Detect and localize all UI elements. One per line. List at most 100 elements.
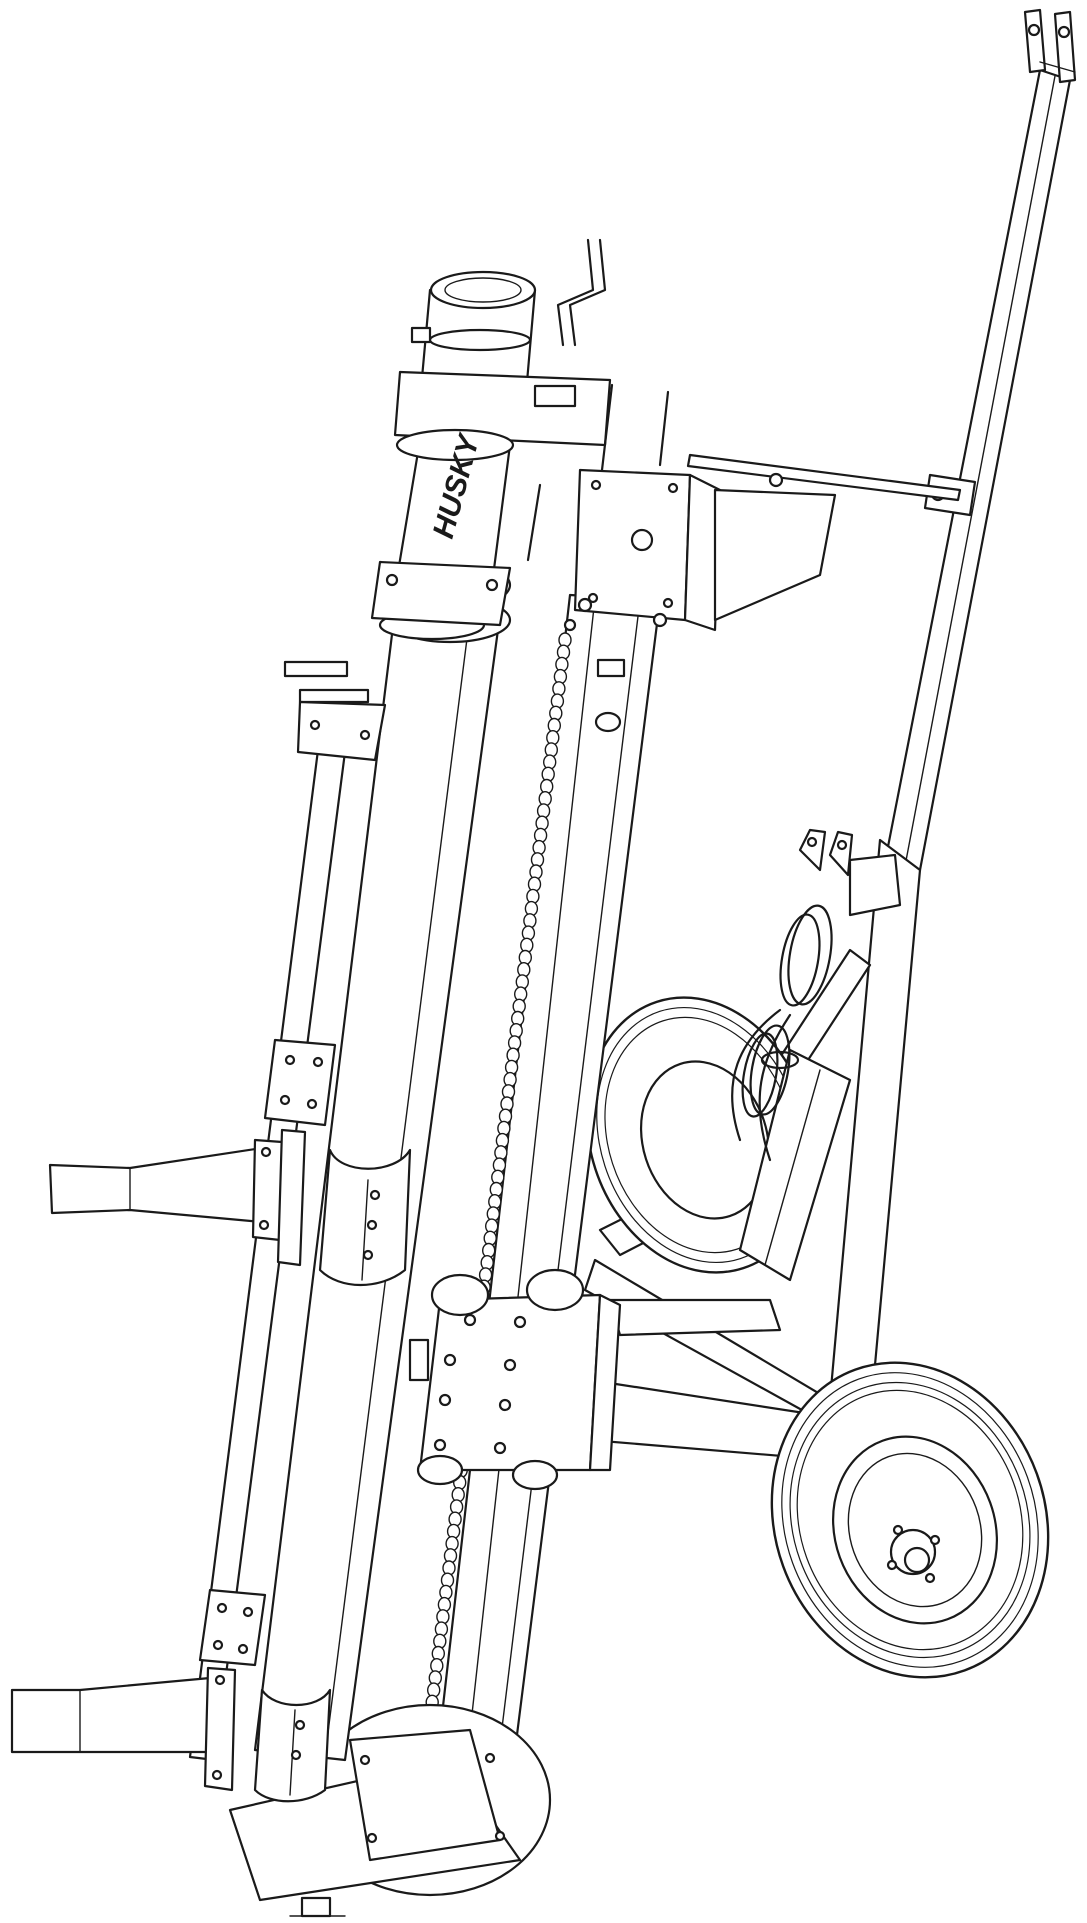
gear-plate bbox=[372, 562, 510, 625]
low-clamp-bolt-1 bbox=[296, 1721, 304, 1729]
slide-bolt-1 bbox=[465, 1315, 475, 1325]
valve-box-bolt-2 bbox=[669, 484, 677, 492]
front-wheel bbox=[728, 1323, 1087, 1716]
slide-roller-right bbox=[527, 1270, 583, 1310]
slide-bolt-5 bbox=[440, 1395, 450, 1405]
lower-valve-bolt-3 bbox=[214, 1641, 222, 1649]
beam-top-hardware bbox=[565, 599, 666, 630]
foot-bolt-2 bbox=[486, 1754, 494, 1762]
hose-coil-2 bbox=[774, 912, 825, 1009]
valve-box-bolt-4 bbox=[664, 599, 672, 607]
valve-pin-2 bbox=[602, 385, 612, 470]
beam-top-bolt-1 bbox=[579, 599, 591, 611]
beam-slot bbox=[596, 713, 620, 731]
ear-hole-left bbox=[808, 838, 816, 846]
valve-pin-3 bbox=[528, 485, 540, 560]
valve-box-bolt-1 bbox=[592, 481, 600, 489]
lower-valve-bolt-1 bbox=[218, 1604, 226, 1612]
upper-cone-body bbox=[50, 1148, 262, 1222]
control-handle-top bbox=[285, 662, 347, 676]
hose-line-2 bbox=[760, 1015, 790, 1160]
beam-flange-line-left bbox=[460, 598, 595, 1823]
throttle-lever-edge bbox=[558, 240, 593, 345]
foot-bolt-3 bbox=[368, 1834, 376, 1842]
lower-valve-bolt-2 bbox=[244, 1608, 252, 1616]
axle-post bbox=[830, 840, 920, 1420]
foot-bolt-4 bbox=[496, 1832, 504, 1840]
beam-tab bbox=[598, 660, 624, 676]
cross-brace bbox=[610, 1300, 780, 1335]
valve-box-port bbox=[632, 530, 652, 550]
throttle-lever bbox=[570, 240, 605, 345]
slide-side-tab bbox=[410, 1340, 428, 1380]
bracket-bolt-2 bbox=[361, 731, 369, 739]
cross-tube-pin bbox=[770, 474, 782, 486]
slide-plate-front bbox=[420, 1295, 600, 1470]
pump-head: HUSKY bbox=[372, 240, 960, 639]
control-rod bbox=[190, 662, 385, 1760]
valve-bolt-2 bbox=[314, 1058, 322, 1066]
cross-tube bbox=[688, 455, 960, 500]
beam-top-bolt-3 bbox=[565, 620, 575, 630]
ear-hole-right bbox=[838, 841, 846, 849]
lower-cone-body bbox=[12, 1678, 210, 1752]
slide-plate-side bbox=[590, 1295, 620, 1470]
hitch-hole-left bbox=[1029, 25, 1039, 35]
lower-cone-flange bbox=[205, 1668, 235, 1790]
bracket-ear-left bbox=[800, 830, 825, 870]
slide-bolt-8 bbox=[495, 1443, 505, 1453]
lower-flange-bolt-1 bbox=[216, 1676, 224, 1684]
hitch-hole-right bbox=[1059, 27, 1069, 37]
bracket-ear-right bbox=[830, 832, 852, 875]
cylinder-mid-clamp bbox=[320, 1150, 410, 1285]
upper-discharge-cone bbox=[50, 1130, 305, 1265]
tow-tongue bbox=[885, 10, 1075, 870]
front-hub-cap bbox=[905, 1548, 929, 1572]
hose-line-1 bbox=[732, 1010, 780, 1140]
tongue-beam bbox=[885, 70, 1070, 870]
hydraulic-tank bbox=[740, 1050, 850, 1280]
mid-clamp-bolt-1 bbox=[371, 1191, 379, 1199]
lug-nut-1 bbox=[894, 1526, 902, 1534]
hose-coil-4 bbox=[737, 1031, 783, 1119]
control-handle-lower bbox=[300, 690, 368, 702]
foot-bolt-1 bbox=[361, 1756, 369, 1764]
mount-slot bbox=[535, 386, 575, 406]
valve-pin-1 bbox=[660, 392, 668, 465]
hose-coil-1 bbox=[782, 902, 839, 1007]
front-tread-2 bbox=[752, 1348, 1068, 1691]
lug-nut-4 bbox=[926, 1574, 934, 1582]
slide-roller-bottom-left bbox=[418, 1456, 462, 1484]
front-rim-inner bbox=[827, 1434, 1003, 1625]
rear-rim bbox=[621, 1045, 788, 1235]
mid-clamp-split bbox=[362, 1180, 368, 1280]
shroud bbox=[715, 490, 835, 620]
wedge-slide bbox=[410, 1270, 620, 1489]
valve-bolt-4 bbox=[308, 1100, 316, 1108]
lug-nut-3 bbox=[888, 1561, 896, 1569]
slide-bolt-7 bbox=[435, 1440, 445, 1450]
lower-valve-plate bbox=[200, 1590, 265, 1665]
lower-valve-bolt-4 bbox=[239, 1645, 247, 1653]
gear-plate-bolt-2 bbox=[487, 580, 497, 590]
valve-bolt-3 bbox=[281, 1096, 289, 1104]
tank-cap bbox=[762, 1052, 798, 1068]
lower-flange-bolt-2 bbox=[213, 1771, 221, 1779]
upper-flange-bolt-2 bbox=[260, 1221, 268, 1229]
valve-box-bolt-3 bbox=[589, 594, 597, 602]
beam-flange-line-right bbox=[490, 600, 640, 1826]
bracket-bolt-1 bbox=[311, 721, 319, 729]
coupler-band bbox=[430, 330, 530, 350]
axle-post-top-bracket bbox=[850, 855, 900, 915]
tongue-edge-line bbox=[905, 76, 1055, 866]
coupler-top-bore bbox=[445, 278, 521, 302]
gear-plate-bolt-1 bbox=[387, 575, 397, 585]
front-tread-3 bbox=[761, 1358, 1058, 1681]
beam-top-bolt-2 bbox=[654, 614, 666, 626]
upper-valve-plate bbox=[265, 1040, 335, 1125]
coupler-bracket bbox=[412, 328, 430, 342]
low-clamp-bolt-2 bbox=[292, 1751, 300, 1759]
upper-flange-bolt-1 bbox=[262, 1148, 270, 1156]
